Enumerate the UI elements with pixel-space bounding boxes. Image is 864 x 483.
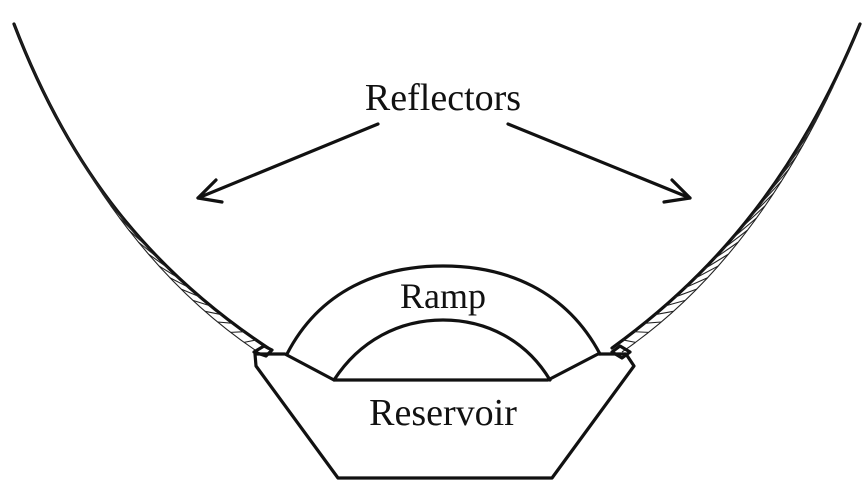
right-joint (610, 344, 632, 360)
right-reflector-segment-line (811, 97, 829, 125)
left-reflector-segment-line (243, 339, 257, 343)
right-reflector-segment-line (654, 310, 674, 316)
left-reflector (12, 22, 270, 353)
left-reflector-segment-line (204, 310, 222, 316)
right-reflector-segment-line (788, 132, 811, 163)
right-reflector-segment-line (664, 299, 686, 307)
right-reflector-segment-line (633, 331, 649, 333)
right-reflector-inner-edge (621, 23, 861, 353)
left-reflector-segment-line (169, 277, 190, 289)
right-reflector-segment-line (694, 265, 719, 280)
right-reflector-segment-line (703, 253, 729, 270)
right-reflector-segment-line (818, 86, 834, 112)
right-reflector-segment-line (644, 321, 662, 324)
left-reflector-segment-line (93, 180, 116, 208)
left-reflector-segment-line (158, 265, 180, 280)
ramp-outer-arc (285, 264, 602, 356)
right-reflector-segment-line (712, 241, 739, 260)
left-reflector-segment-line (128, 229, 151, 250)
right-reflector-segment-line (674, 288, 697, 298)
right-reflector-outer-edge (610, 22, 862, 350)
right-reflector-segment-line (796, 120, 817, 150)
right-reflector-segment-line (748, 193, 774, 219)
right-reflector-segments (622, 86, 834, 343)
right-reflector-segment-line (721, 229, 748, 250)
right-reflector-segment-line (764, 168, 790, 197)
left-reflector-segment-line (110, 205, 133, 230)
right-reflector-segment-line (772, 156, 797, 186)
left-reflector-segment-line (119, 217, 142, 240)
left-reflector-segment-line (180, 288, 201, 298)
ramp (285, 264, 602, 382)
left-reflector-segment-line (192, 299, 211, 307)
right-reflector-segment-line (756, 180, 782, 208)
left-reflector-segment-line (148, 253, 170, 270)
right-reflector (610, 22, 862, 353)
left-reflector-segment-line (101, 193, 124, 219)
reflectors-label: Reflectors (365, 77, 521, 119)
reservoir-label: Reservoir (369, 392, 517, 434)
ramp-label: Ramp (400, 276, 486, 316)
ramp-inner-arc (332, 318, 552, 382)
left-reflector-segment-line (230, 331, 245, 333)
left-joint (252, 344, 274, 358)
left-reflector-segment-line (217, 321, 233, 324)
right-reflector-segment-line (780, 144, 804, 174)
right-reflector-segment-line (739, 205, 766, 230)
right-reflector-segment-line (684, 277, 708, 289)
right-reflector-segment-line (622, 339, 636, 343)
left-reflector-segment-line (138, 241, 161, 260)
left-arrow (196, 122, 380, 204)
right-reflector-segment-line (730, 217, 757, 240)
right-arrow (506, 122, 692, 204)
right-reflector-segment-line (803, 109, 823, 138)
left-reflector-segments (40, 86, 257, 343)
